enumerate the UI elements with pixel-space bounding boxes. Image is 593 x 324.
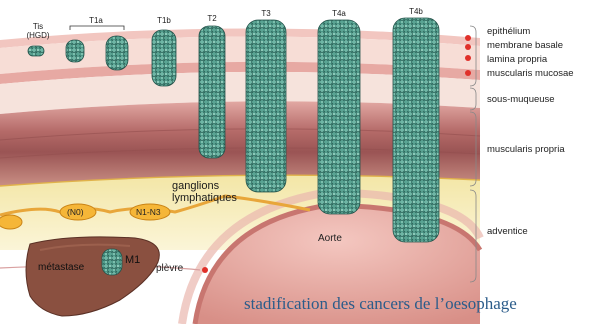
label-ganglions: ganglions lymphatiques xyxy=(172,180,237,204)
label-metastase: métastase xyxy=(38,262,84,273)
dot-muscularis-mucosae xyxy=(465,70,471,76)
label-lamina-propria: lamina propria xyxy=(487,54,547,65)
label-membrane-basale: membrane basale xyxy=(487,40,563,51)
tumor-t2 xyxy=(199,26,225,158)
tumor-tis xyxy=(28,46,44,56)
t1a-bracket xyxy=(70,26,124,30)
label-adventice: adventice xyxy=(487,226,528,237)
stage-tis-sublabel: (HGD) xyxy=(24,31,52,40)
dot-lamina-propria xyxy=(465,55,471,61)
tumor-t1a-b xyxy=(106,36,128,70)
caption: stadification des cancers de l’oesophage xyxy=(244,294,517,314)
stage-label-t3: T3 xyxy=(252,9,280,18)
tumor-t4b xyxy=(393,18,439,242)
stage-label-t1a: T1a xyxy=(82,16,110,25)
label-aorte: Aorte xyxy=(318,233,342,244)
stage-label-t4b: T4b xyxy=(402,7,430,16)
stage-label-tis: Tis (HGD) xyxy=(24,22,52,40)
label-muscularis-propria: muscularis propria xyxy=(487,144,565,155)
tumor-t4a xyxy=(318,20,360,214)
dot-plevre xyxy=(202,267,208,273)
stage-tis-label: Tis xyxy=(24,22,52,31)
tumor-t1b xyxy=(152,30,176,86)
tumor-t1a-a xyxy=(66,40,84,62)
stage-label-t4a: T4a xyxy=(325,9,353,18)
label-epithelium: epithélium xyxy=(487,26,530,37)
label-muscularis-mucosae: muscularis mucosae xyxy=(487,68,574,79)
tumor-metastasis xyxy=(102,249,122,275)
stage-label-t2: T2 xyxy=(198,14,226,23)
dot-membrane-basale xyxy=(465,44,471,50)
label-n1-n3: N1-N3 xyxy=(136,207,161,218)
label-ganglions-line1: ganglions xyxy=(172,180,237,192)
label-n0: (N0) xyxy=(67,207,84,218)
lymph-node-left xyxy=(0,215,22,229)
label-m1: M1 xyxy=(125,255,140,266)
label-sous-muqueuse: sous-muqueuse xyxy=(487,94,555,105)
tumor-t3 xyxy=(246,20,286,192)
dot-epithelium xyxy=(465,35,471,41)
stage-label-t1b: T1b xyxy=(150,16,178,25)
label-ganglions-line2: lymphatiques xyxy=(172,192,237,204)
label-plevre: plèvre xyxy=(156,263,183,274)
